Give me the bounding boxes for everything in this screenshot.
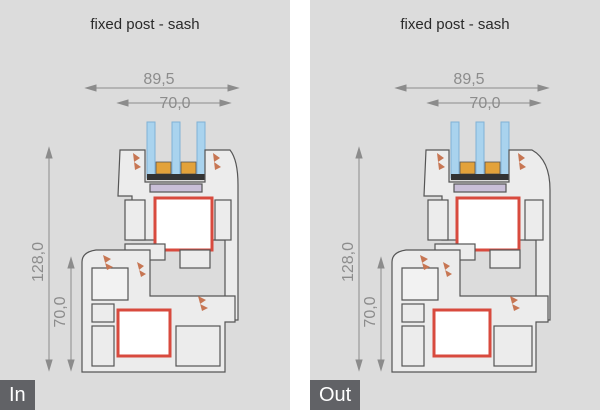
dimension-overall-depth xyxy=(84,84,240,92)
dimension-overall-height-label: 128,0 xyxy=(30,242,47,282)
sash-profile xyxy=(117,149,239,321)
sash-profile xyxy=(423,149,551,321)
panel-out: fixed post - sash 89,5 70,0 128,0 70,0 xyxy=(310,0,600,410)
glazing-unit xyxy=(450,121,510,180)
gaskets xyxy=(103,153,221,311)
dimension-sash-depth xyxy=(426,99,542,107)
frame-profile xyxy=(81,249,236,373)
frame-profile xyxy=(391,249,549,373)
side-label-out: Out xyxy=(310,380,361,410)
dimension-overall-height xyxy=(355,146,363,372)
dimension-overall-depth xyxy=(394,84,550,92)
panel-in: fixed post - sash 89,5 70,0 128,0 70,0 xyxy=(0,0,290,410)
profile-cross-section: 89,5 70,0 128,0 70,0 xyxy=(30,71,240,373)
dimension-overall-depth-label: 89,5 xyxy=(453,71,484,88)
dimension-overall-height xyxy=(45,146,53,372)
gaskets xyxy=(420,153,526,311)
side-label-in: In xyxy=(0,380,35,410)
dimension-frame-height xyxy=(377,256,385,372)
dimension-sash-depth-label: 70,0 xyxy=(159,95,190,112)
dimension-frame-height xyxy=(67,256,75,372)
dimension-sash-depth xyxy=(116,99,232,107)
dimension-frame-height-label: 70,0 xyxy=(52,296,69,327)
dimension-frame-height-label: 70,0 xyxy=(362,296,379,327)
panel-title: fixed post - sash xyxy=(400,16,510,33)
glazing-unit xyxy=(146,121,206,180)
panel-title: fixed post - sash xyxy=(90,16,200,33)
profile-cross-section: 89,5 70,0 128,0 70,0 xyxy=(340,71,551,373)
dimension-sash-depth-label: 70,0 xyxy=(469,95,500,112)
dimension-overall-height-label: 128,0 xyxy=(340,242,357,282)
dimension-overall-depth-label: 89,5 xyxy=(143,71,174,88)
